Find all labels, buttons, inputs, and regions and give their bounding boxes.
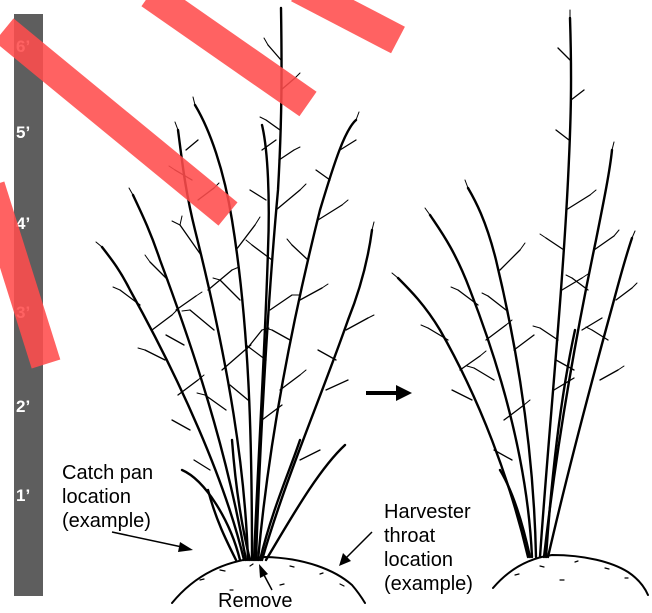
remove-pointer bbox=[259, 564, 272, 590]
harvester-pointer bbox=[339, 532, 372, 566]
harvester-label: Harvester throat location (example) bbox=[384, 500, 473, 596]
catch-pan-line-2: location bbox=[62, 485, 153, 509]
harvester-line-2: throat bbox=[384, 524, 473, 548]
harvester-line-1: Harvester bbox=[384, 500, 473, 524]
catch-pan-line-1: Catch pan bbox=[62, 461, 153, 485]
remove-label: Remove bbox=[218, 589, 292, 613]
harvester-line-3: location bbox=[384, 548, 473, 572]
harvester-line-4: (example) bbox=[384, 572, 473, 596]
right-arrow-icon bbox=[366, 385, 412, 401]
catch-pan-pointer bbox=[112, 532, 193, 552]
catch-pan-line-3: (example) bbox=[62, 509, 153, 533]
catch-pan-label: Catch pan location (example) bbox=[62, 461, 153, 533]
red-stripe-overlay bbox=[0, 0, 398, 364]
